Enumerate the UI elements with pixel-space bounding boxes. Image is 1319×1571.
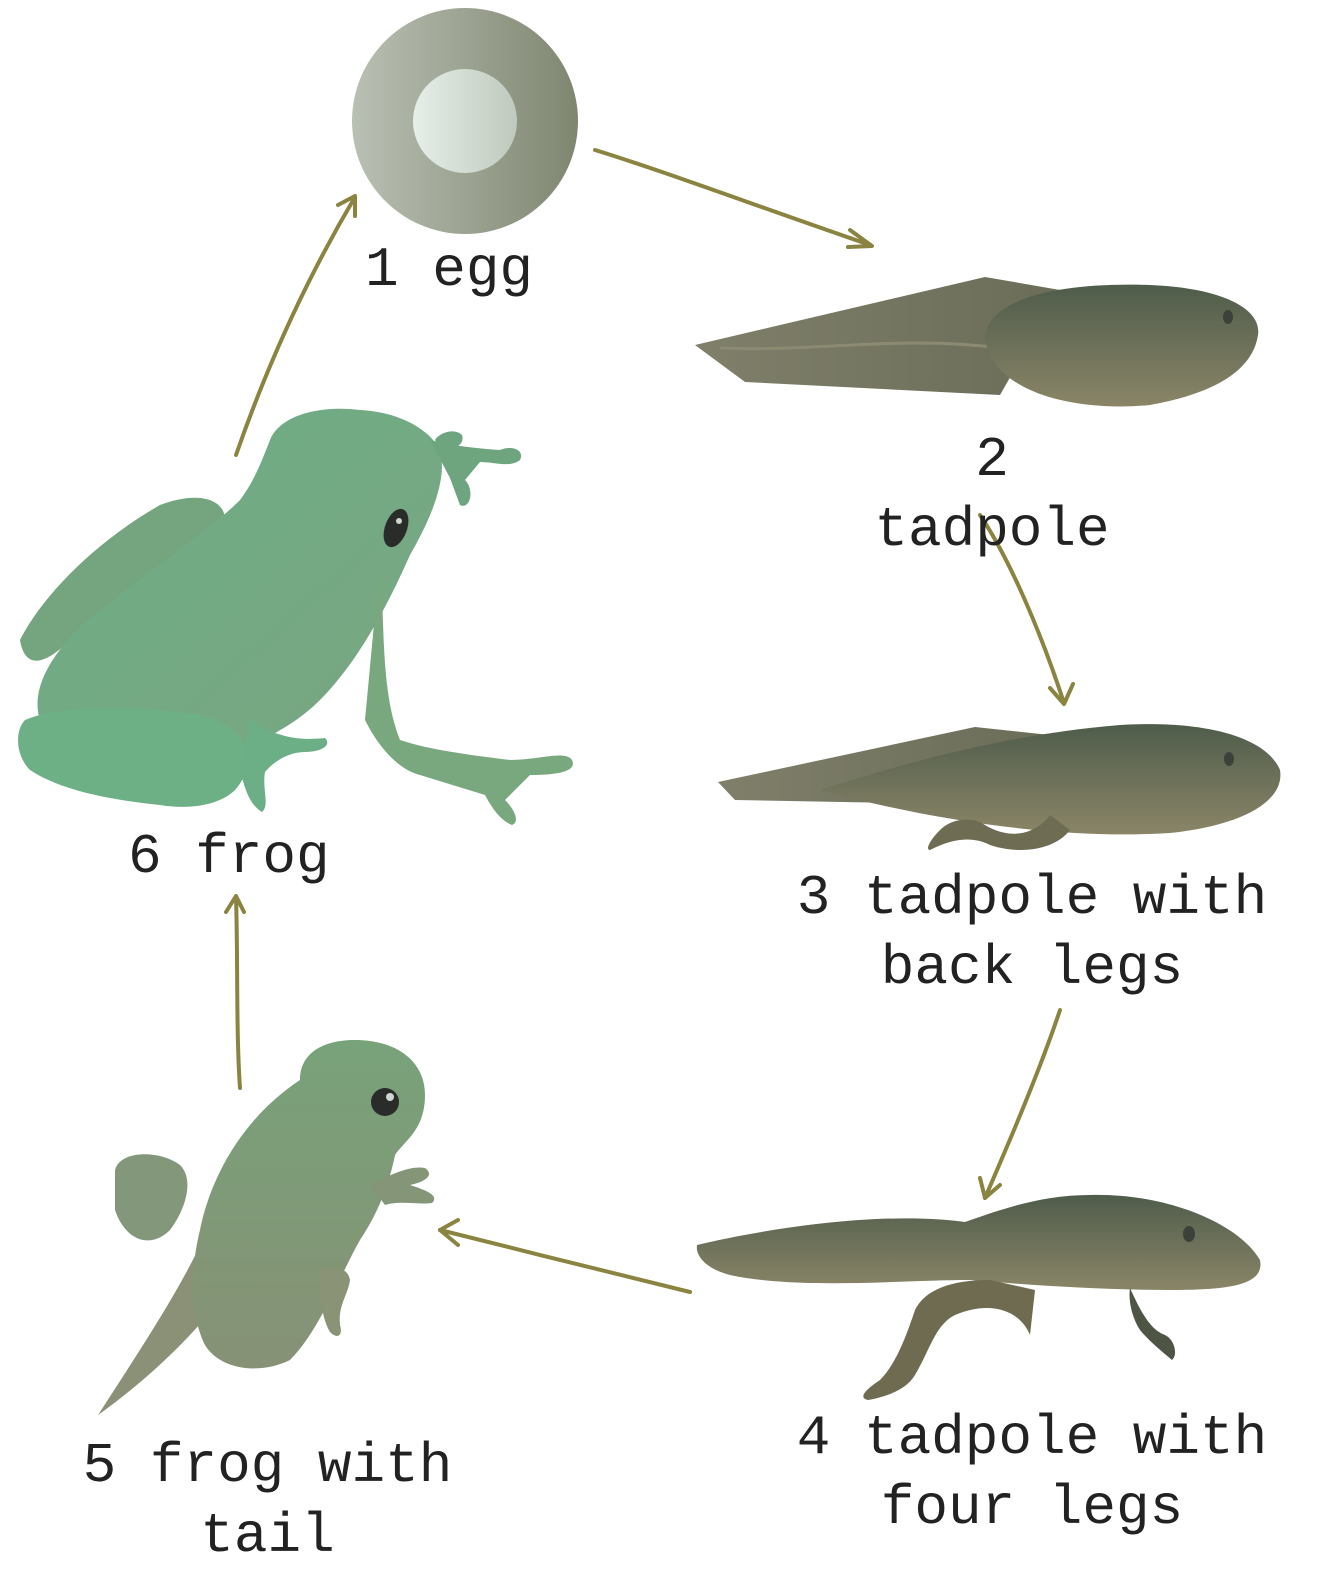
stage-3-label: 3 tadpole with back legs <box>762 863 1302 1003</box>
stage-2-label-line: tadpole <box>857 495 1127 565</box>
stage-2-label: 2 tadpole <box>857 425 1127 565</box>
stage-4-label-line: four legs <box>762 1473 1302 1543</box>
stage-2-label-line: 2 <box>857 425 1127 495</box>
stage-5-label-line: 5 frog with <box>55 1431 480 1501</box>
frog-illustration <box>18 409 573 825</box>
stage-1-label: 1 egg <box>365 235 533 305</box>
egg-illustration <box>352 8 578 234</box>
arrow-four-legs-to-frog-with-tail <box>440 1220 690 1292</box>
stage-6-label-line: 6 frog <box>128 822 330 892</box>
stage-5-label-line: tail <box>55 1501 480 1571</box>
tadpole-illustration <box>695 277 1258 406</box>
frog-with-tail-illustration <box>98 1040 434 1415</box>
stage-3-label-line: 3 tadpole with <box>762 863 1302 933</box>
stage-4-label-line: 4 tadpole with <box>762 1403 1302 1473</box>
tadpole-with-back-legs-illustration <box>718 724 1280 850</box>
stage-4-label: 4 tadpole with four legs <box>762 1403 1302 1543</box>
tadpole-with-four-legs-illustration <box>697 1195 1261 1400</box>
stage-6-label: 6 frog <box>128 822 330 892</box>
stage-1-label-line: 1 egg <box>365 235 533 305</box>
stage-5-label: 5 frog with tail <box>55 1431 480 1571</box>
stage-3-label-line: back legs <box>762 933 1302 1003</box>
arrow-frog-with-tail-to-frog <box>226 896 244 1088</box>
arrow-back-legs-to-four-legs <box>980 1010 1060 1198</box>
arrow-egg-to-tadpole <box>595 150 872 247</box>
